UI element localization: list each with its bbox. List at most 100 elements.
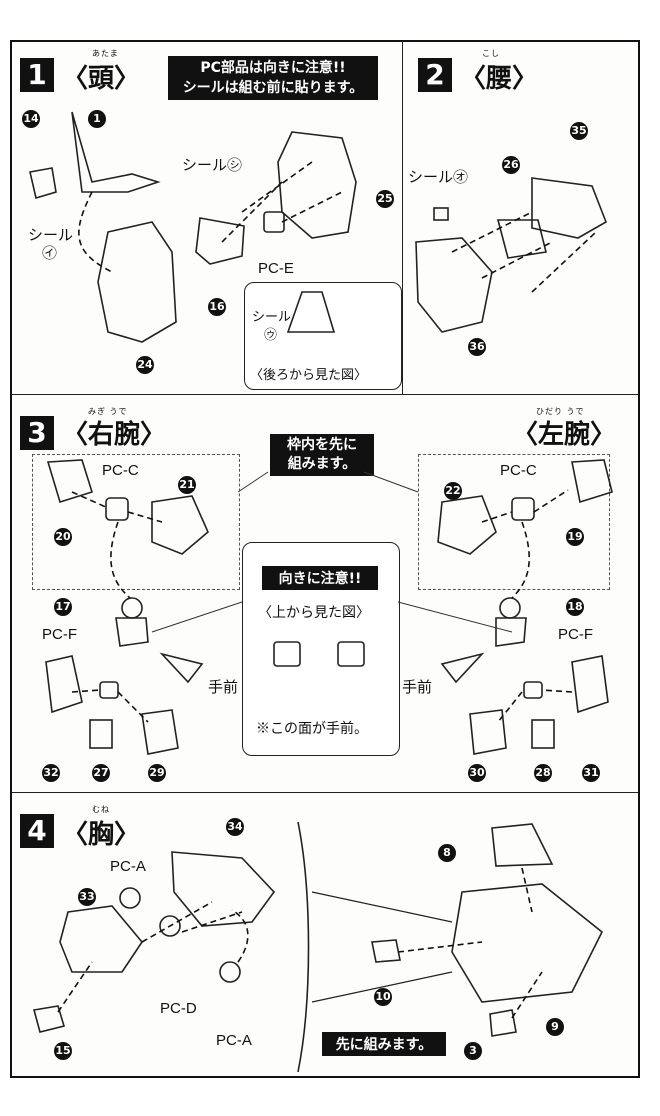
pc-f-left (523, 681, 543, 699)
part-34: 34 (226, 818, 244, 836)
parts-illustration (29, 111, 613, 1073)
part-27 (89, 719, 113, 749)
frame-first-box: 枠内を先に 組みます。 (270, 434, 374, 476)
instruction-sheet: 1 あたま 〈頭〉 PC部品は向きに注意!! シールは組む前に貼ります。 シール… (10, 40, 640, 1078)
front-arrow-left (440, 652, 485, 684)
part-33: 33 (78, 888, 96, 906)
part-29: 29 (148, 764, 166, 782)
pc-a-bottom-label: PC-A (216, 1032, 252, 1049)
step1-title: 〈頭〉 (62, 64, 141, 94)
top-view-right (337, 641, 365, 667)
left-arm-part-19 (571, 459, 613, 504)
part-8: 8 (438, 844, 456, 862)
head-rear-25 (277, 131, 357, 239)
waist-part-35 (531, 177, 607, 239)
part-15: 15 (54, 1042, 72, 1060)
chest-part-8 (491, 823, 554, 867)
seal-i-mark: ㋑ (42, 245, 58, 262)
divider-step1-2 (402, 42, 403, 394)
seal-o-piece (433, 207, 449, 221)
head-part-16 (195, 217, 245, 265)
head-crest-part (29, 167, 57, 200)
left-arm-part-18 (495, 617, 527, 647)
part-31: 31 (582, 764, 600, 782)
v-fin-part (71, 111, 161, 193)
part-1: 1 (88, 110, 106, 128)
part-29 (141, 709, 179, 755)
seal-i-label: シール (28, 227, 74, 244)
back-view-head (286, 291, 336, 333)
chest-part-33 (59, 905, 143, 973)
part-22: 22 (444, 482, 462, 500)
pc-a-top-label: PC-A (110, 858, 146, 875)
pc-e-label: PC-E (258, 260, 294, 277)
seal-o-label: シール㋔ (408, 169, 469, 186)
part-18: 18 (566, 598, 584, 616)
divider-row2 (12, 792, 638, 793)
part-30 (469, 709, 507, 755)
step3-ruby-left: ひだり うで (536, 407, 585, 416)
left-arm-part-22 (437, 495, 497, 555)
step4-number: 4 (20, 814, 54, 848)
assemble-first: 先に組みます。 (322, 1032, 446, 1056)
pc-f-right-label: PC-F (42, 626, 77, 643)
part-36: 36 (468, 338, 486, 356)
top-view-left (273, 641, 301, 667)
part-28 (531, 719, 555, 749)
chest-assembly (451, 883, 604, 1003)
top-view-caption: 〈上から見た図〉 (258, 604, 370, 620)
head-part-24 (97, 221, 177, 343)
part-28: 28 (534, 764, 552, 782)
part-35: 35 (570, 122, 588, 140)
pc-caution-line2: シールは組む前に貼ります。 (182, 80, 364, 96)
part-24: 24 (136, 356, 154, 374)
part-30: 30 (468, 764, 486, 782)
seal-u-label: シール (252, 309, 292, 324)
pc-e-part (263, 211, 285, 233)
divider-row1 (12, 394, 638, 395)
pc-d (159, 915, 181, 937)
chest-part-15 (32, 1005, 66, 1033)
back-view-caption: 〈後ろから見た図〉 (250, 367, 368, 382)
step3-title-left: 〈左腕〉 (512, 420, 617, 450)
step3-ruby-right: みぎ うで (88, 407, 128, 416)
part-31 (571, 655, 609, 714)
step1-number: 1 (20, 58, 54, 92)
bracket-curve (297, 821, 310, 1073)
pc-c-left-label: PC-C (500, 462, 537, 479)
left-arm-frame (418, 454, 610, 590)
waist-part-36 (415, 237, 493, 333)
front-label-left-arm: 手前 (402, 679, 433, 696)
chest-part-10 (371, 939, 401, 963)
pc-d-label: PC-D (160, 1000, 197, 1017)
step2-number: 2 (418, 58, 452, 92)
waist-part-26 (496, 219, 547, 259)
part-14: 14 (22, 110, 40, 128)
pc-f-right (99, 681, 119, 699)
right-shoulder-ball (121, 597, 143, 619)
part-19: 19 (566, 528, 584, 546)
step2-ruby: こし (482, 49, 500, 58)
pc-a-top (119, 887, 141, 909)
right-arm-part-21 (151, 495, 209, 555)
step4-ruby: むね (92, 805, 110, 814)
back-view-box (244, 282, 402, 390)
part-32 (45, 655, 83, 714)
part-3: 3 (464, 1042, 482, 1060)
part-17: 17 (54, 598, 72, 616)
part-9: 9 (546, 1018, 564, 1036)
right-arm-part-17 (115, 617, 149, 647)
seal-u-mark: ㋒ (264, 327, 278, 342)
pc-c-left (511, 497, 535, 521)
step4-title: 〈胸〉 (62, 820, 141, 850)
chest-part-34 (171, 851, 276, 927)
pc-caution-box: PC部品は向きに注意!! シールは組む前に貼ります。 (168, 56, 378, 100)
frame-first-line1: 枠内を先に (287, 437, 357, 453)
step2-title: 〈腰〉 (460, 64, 539, 94)
left-shoulder-ball (499, 597, 521, 619)
seal-shi-label: シール㋛ (182, 157, 243, 174)
right-arm-frame (32, 454, 240, 590)
part-27: 27 (92, 764, 110, 782)
right-arm-part-20 (46, 459, 94, 504)
pc-a-bottom (219, 961, 241, 983)
